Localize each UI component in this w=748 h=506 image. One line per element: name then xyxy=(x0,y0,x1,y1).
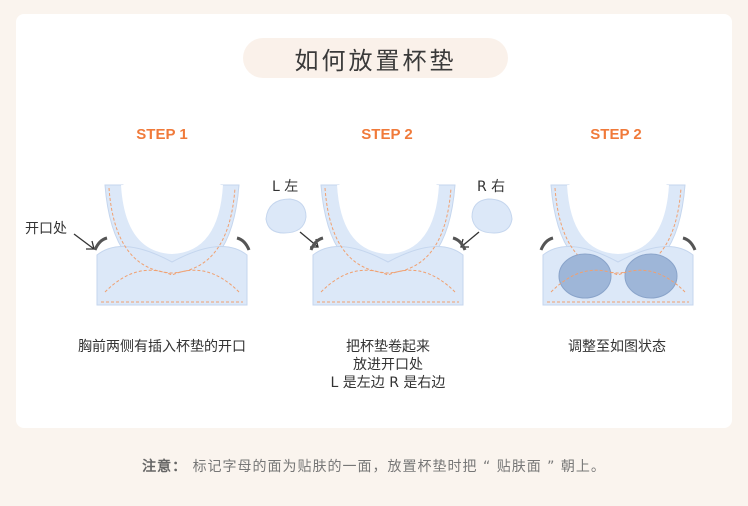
caption-line: 把杯垫卷起来 xyxy=(346,339,430,355)
step-2-label: STEP 2 xyxy=(361,126,413,143)
left-pad-label: L 左 xyxy=(272,179,299,195)
bra-illustration-step-2 xyxy=(309,184,467,306)
page-title: 如何放置杯垫 xyxy=(243,38,508,78)
opening-callout: 开口处 xyxy=(25,221,67,237)
step-3-caption: 调整至如图状态 xyxy=(497,338,737,356)
step-2-caption: 把杯垫卷起来 放进开口处 L 是左边 R 是右边 xyxy=(268,338,508,392)
note-text: 标记字母的面为贴肤的一面，放置杯垫时把 “ 贴肤面 ” 朝上。 xyxy=(192,459,606,475)
content-card xyxy=(16,14,732,428)
step-3-label: STEP 2 xyxy=(590,126,642,143)
caption-line: 调整至如图状态 xyxy=(568,339,666,355)
step-1-caption: 胸前两侧有插入杯垫的开口 xyxy=(42,338,282,356)
note-label: 注意： xyxy=(142,459,188,475)
caption-line: L 是左边 R 是右边 xyxy=(330,375,446,391)
left-pad-icon xyxy=(265,198,307,234)
bra-illustration-step-3 xyxy=(539,184,697,306)
footer-note: 注意： 标记字母的面为贴肤的一面，放置杯垫时把 “ 贴肤面 ” 朝上。 xyxy=(0,456,748,476)
right-pad-label: R 右 xyxy=(477,179,506,195)
step-1-label: STEP 1 xyxy=(136,126,188,143)
caption-line: 胸前两侧有插入杯垫的开口 xyxy=(78,339,246,355)
right-arrow-icon xyxy=(460,231,480,248)
caption-line: 放进开口处 xyxy=(353,357,423,373)
right-pad-icon xyxy=(471,198,513,234)
bra-illustration-step-1 xyxy=(93,184,251,306)
